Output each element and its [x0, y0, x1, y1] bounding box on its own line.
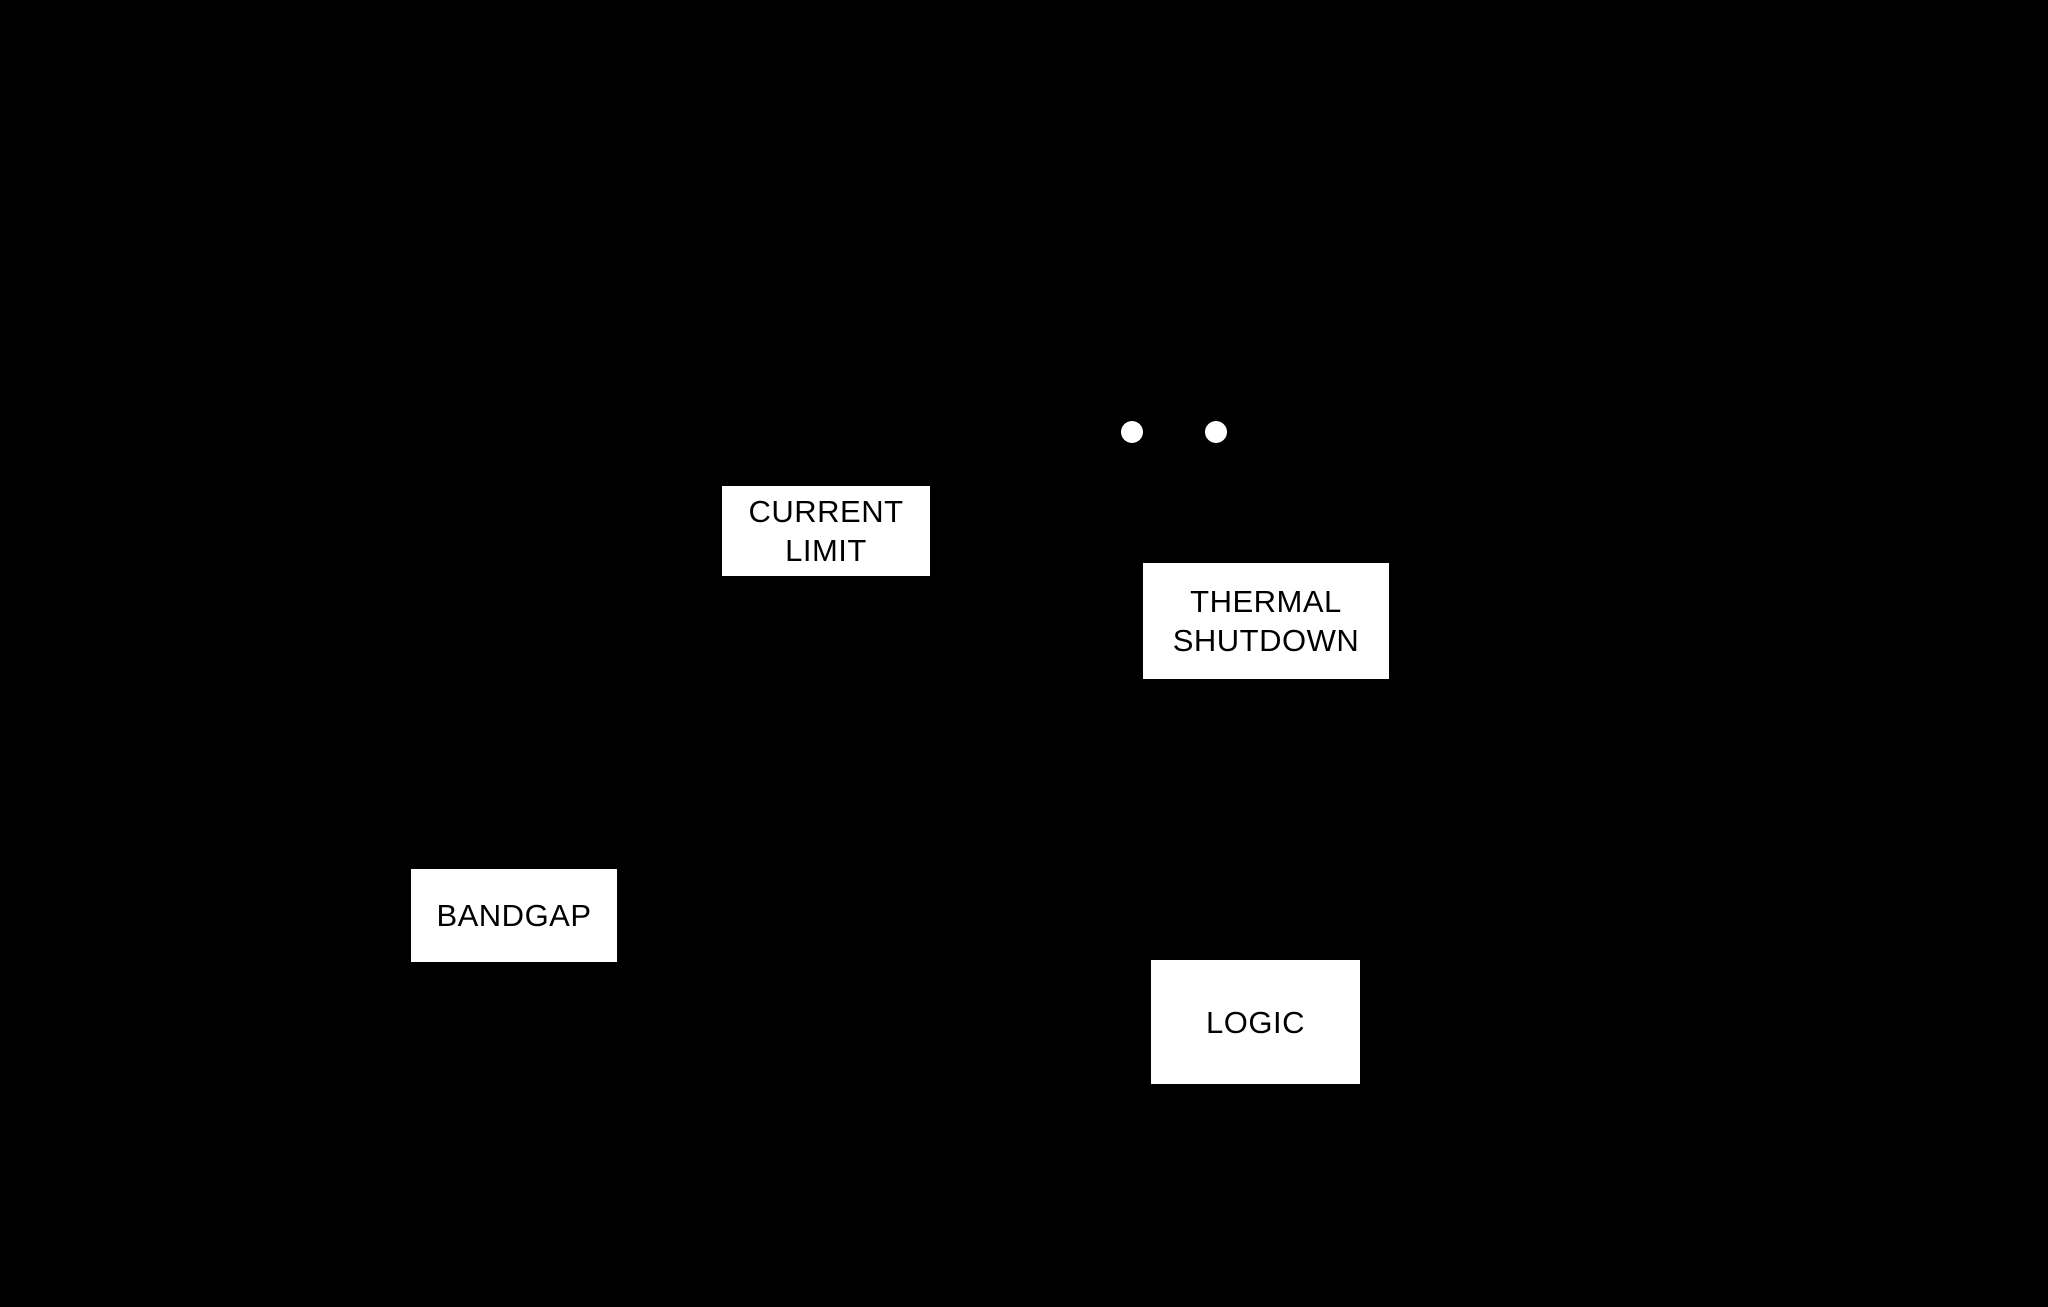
- block-current-limit-label-line1: CURRENT: [748, 494, 904, 529]
- block-thermal-shutdown-label-line2: SHUTDOWN: [1172, 623, 1360, 658]
- block-bandgap: BANDGAP: [411, 869, 617, 962]
- block-current-limit-label-line2: LIMIT: [785, 533, 867, 568]
- block-logic: LOGIC: [1151, 960, 1360, 1084]
- node-dot-right: [1205, 421, 1227, 443]
- block-logic-label: LOGIC: [1206, 1004, 1305, 1040]
- block-thermal-shutdown: THERMAL SHUTDOWN: [1143, 563, 1389, 679]
- node-dot-left: [1121, 421, 1143, 443]
- block-thermal-shutdown-label-line1: THERMAL: [1190, 584, 1342, 619]
- block-current-limit: CURRENT LIMIT: [722, 486, 930, 576]
- block-bandgap-label: BANDGAP: [436, 898, 592, 933]
